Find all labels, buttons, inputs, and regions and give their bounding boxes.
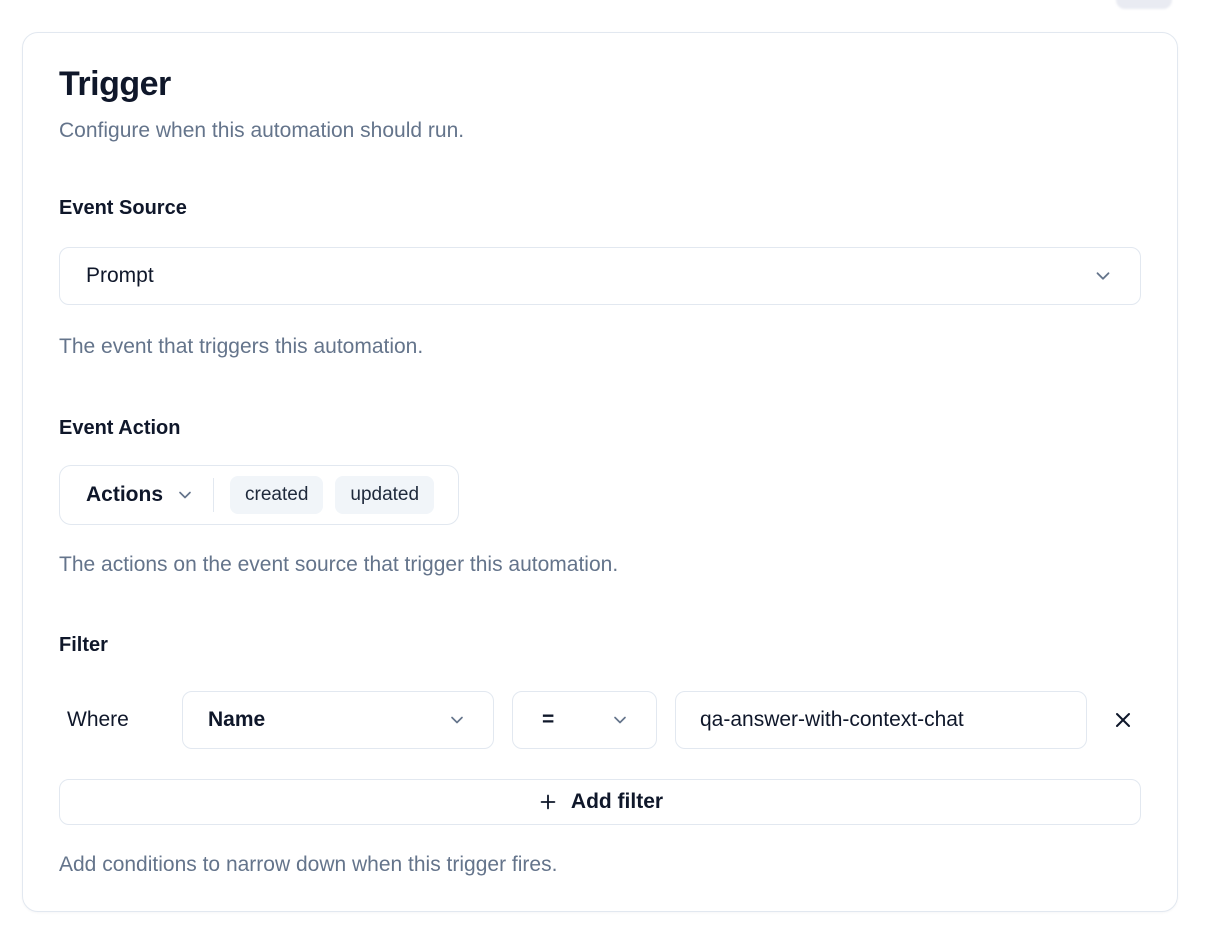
chevron-down-icon <box>610 710 630 730</box>
remove-filter-button[interactable] <box>1105 702 1141 738</box>
event-source-helper: The event that triggers this automation. <box>59 335 424 358</box>
chevron-down-icon <box>1092 265 1114 287</box>
filter-condition-row: Where Name = <box>59 691 1141 749</box>
plus-icon <box>537 791 559 813</box>
chevron-down-icon <box>447 710 467 730</box>
selected-action-badges: created updated <box>230 476 435 514</box>
event-source-selected-value: Prompt <box>86 264 154 287</box>
vertical-divider <box>213 478 215 512</box>
where-label: Where <box>67 708 129 731</box>
filter-value-input[interactable] <box>675 691 1087 749</box>
event-source-select[interactable]: Prompt <box>59 247 1141 305</box>
chevron-down-icon <box>175 485 195 505</box>
page-title: Trigger <box>59 65 171 103</box>
page-subtitle: Configure when this automation should ru… <box>59 119 465 142</box>
event-source-label: Event Source <box>59 197 187 219</box>
trigger-card: Trigger Configure when this automation s… <box>22 32 1178 912</box>
filter-operator-select[interactable]: = <box>512 691 657 749</box>
event-action-label: Event Action <box>59 417 181 439</box>
action-badge-updated[interactable]: updated <box>335 476 435 514</box>
event-action-control: Actions created updated <box>59 465 460 525</box>
partial-offscreen-element <box>1116 0 1172 9</box>
add-filter-button[interactable]: Add filter <box>59 779 1141 825</box>
filter-operator-selected-value: = <box>542 708 555 731</box>
actions-dropdown-label: Actions <box>86 483 164 506</box>
filter-helper: Add conditions to narrow down when this … <box>59 853 558 876</box>
filter-label: Filter <box>59 634 108 656</box>
filter-field-select[interactable]: Name <box>182 691 494 749</box>
add-filter-label: Add filter <box>570 790 664 813</box>
filter-field-selected-value: Name <box>208 708 266 731</box>
event-action-helper: The actions on the event source that tri… <box>59 553 619 576</box>
close-icon <box>1111 708 1135 732</box>
action-badge-created[interactable]: created <box>230 476 324 514</box>
actions-dropdown-button[interactable]: Actions <box>86 483 195 507</box>
